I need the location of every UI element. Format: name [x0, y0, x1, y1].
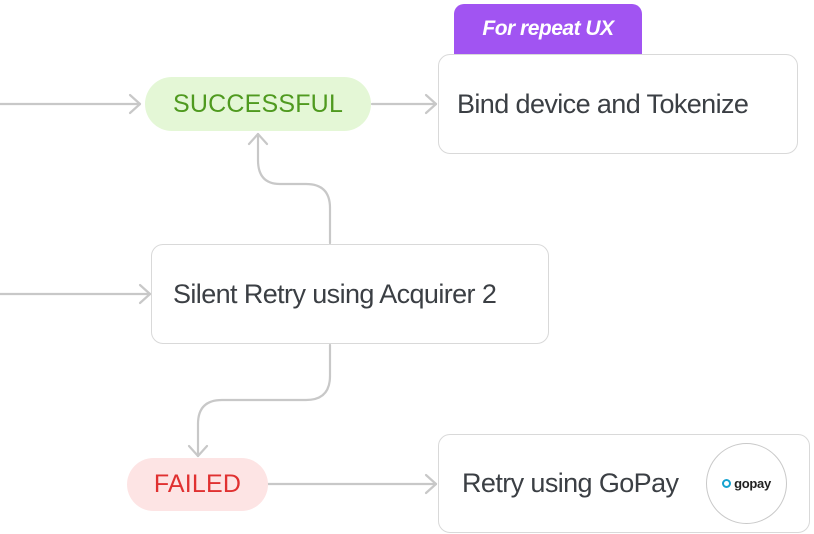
- failed-label: FAILED: [153, 470, 242, 498]
- silent-retry-label: Silent Retry using Acquirer 2: [173, 278, 497, 309]
- repeat-ux-tag-label: For repeat UX: [482, 17, 614, 40]
- gopay-logo-icon: gopay: [706, 443, 787, 524]
- arrowhead-retry-to-failed: [187, 444, 209, 458]
- gopay-logo-text: gopay: [734, 476, 771, 491]
- repeat-ux-tag: For repeat UX: [454, 4, 642, 54]
- bind-device-label: Bind device and Tokenize: [457, 88, 749, 119]
- arrowhead-in-successful: [128, 93, 142, 115]
- bind-device-node: Bind device and Tokenize: [438, 54, 798, 154]
- gopay-ring-icon: [722, 479, 732, 488]
- arrow-retry-to-successful: [256, 132, 332, 245]
- gopay-retry-label: Retry using GoPay: [462, 468, 679, 498]
- failed-status-node: FAILED: [127, 458, 268, 511]
- arrow-retry-to-failed: [196, 343, 332, 458]
- arrowhead-in-retry: [138, 283, 152, 305]
- arrowhead-failed-to-gopay: [424, 473, 438, 495]
- successful-label: SUCCESSFUL: [172, 89, 344, 118]
- arrowhead-retry-to-successful: [247, 132, 269, 146]
- successful-status-node: SUCCESSFUL: [145, 77, 371, 131]
- silent-retry-node: Silent Retry using Acquirer 2: [151, 244, 549, 344]
- arrowhead-successful-to-bind: [424, 93, 438, 115]
